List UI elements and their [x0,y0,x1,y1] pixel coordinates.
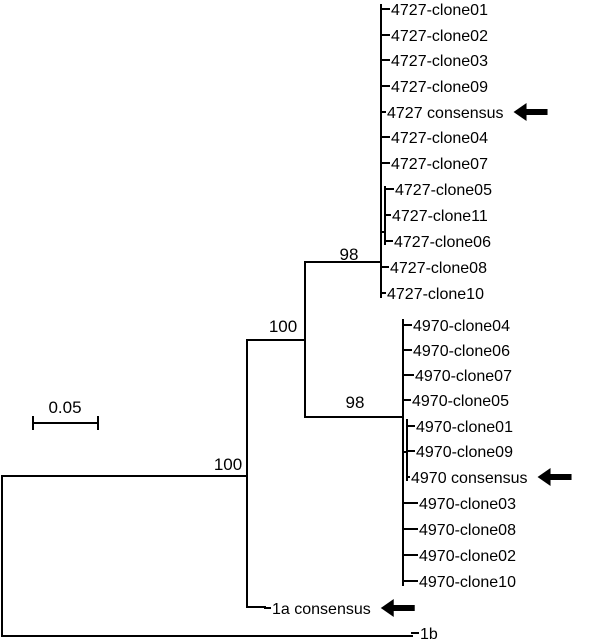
leaf-label-c4727_11: 4727-clone11 [392,208,488,225]
leaf-label-c4727_08: 4727-clone08 [390,260,487,277]
support-clade-4727: 98 [340,245,359,264]
arrow-left-icon [513,103,548,121]
tree-branches [1,4,419,637]
leaf-label-c4970_01: 4970-clone01 [416,419,513,436]
tree-leaves: 4727-clone01 4727-clone02 4727-clone03 4727… [272,2,572,643]
leaf-label-c4970_06: 4970-clone06 [413,343,510,360]
leaf-label-c4970_04: 4970-clone04 [413,318,510,335]
leaf-label-c4970_07: 4970-clone07 [415,368,512,385]
leaf-label-c4727_04: 4727-clone04 [391,130,488,147]
leaf-label-c4727_cons: 4727 consensus [387,105,504,122]
arrow-shape [513,103,548,121]
scale-bar-label: 0.05 [48,398,81,417]
leaf-label-c4727_06: 4727-clone06 [394,234,491,251]
leaf-label-c1b: 1b [420,626,438,643]
leaf-label-c4970_03: 4970-clone03 [419,496,516,513]
leaf-label-c4727_05: 4727-clone05 [395,182,492,199]
leaf-label-c4970_09: 4970-clone09 [416,444,513,461]
leaf-label-c4727_10: 4727-clone10 [387,286,484,303]
support-clade-4727-4970: 100 [269,317,297,336]
arrow-left-icon [380,599,415,617]
support-clade-4970: 98 [346,393,365,412]
leaf-label-c4727_01: 4727-clone01 [391,2,488,19]
leaf-label-c4727_03: 4727-clone03 [391,53,488,70]
arrow-shape [537,468,572,486]
leaf-label-c1a: 1a consensus [272,601,371,618]
leaf-label-c4970_cons: 4970 consensus [411,470,528,487]
leaf-label-c4727_07: 4727-clone07 [391,156,488,173]
leaf-label-c4970_10: 4970-clone10 [419,574,516,591]
leaf-label-c4970_05: 4970-clone05 [412,393,509,410]
leaf-label-c4727_02: 4727-clone02 [391,28,488,45]
leaf-label-c4970_02: 4970-clone02 [419,548,516,565]
support-values: 100 100 98 98 [214,245,365,474]
arrow-shape [380,599,415,617]
scale-bar: 0.05 [32,398,99,430]
leaf-label-c4727_09: 4727-clone09 [391,79,488,96]
support-root-ingroup: 100 [214,455,242,474]
leaf-label-c4970_08: 4970-clone08 [419,522,516,539]
arrow-left-icon [537,468,572,486]
